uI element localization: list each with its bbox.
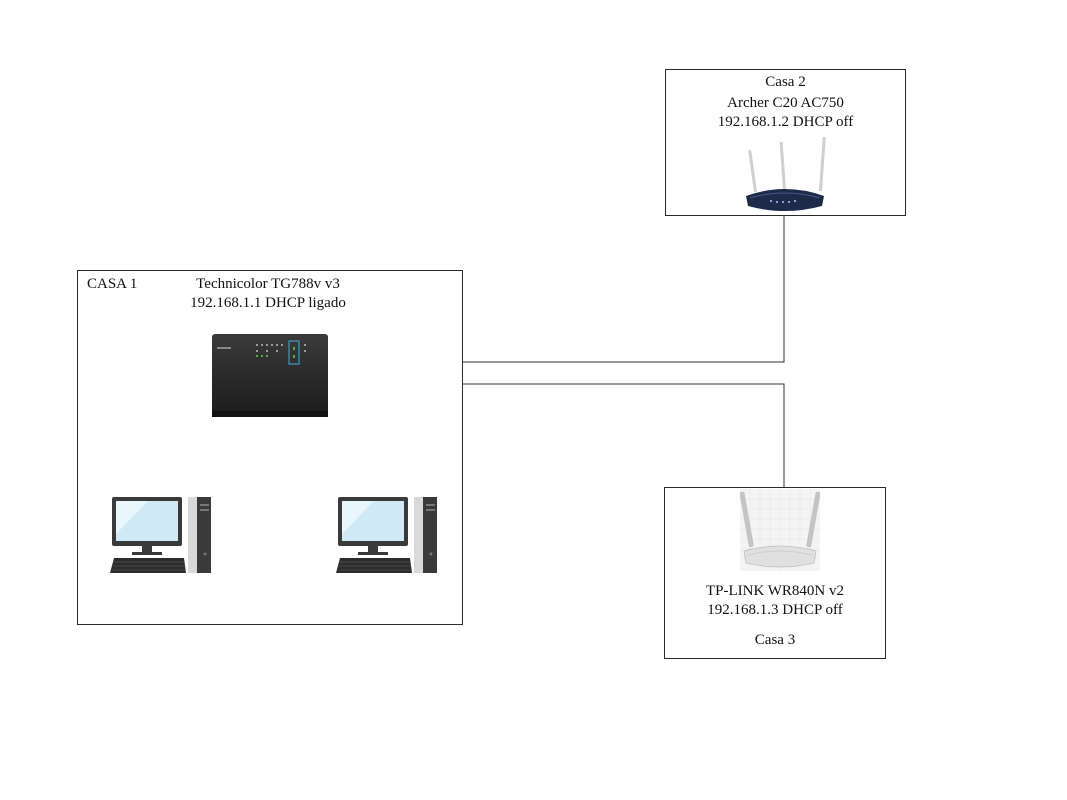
casa1-router-config: 192.168.1.1 DHCP ligado bbox=[190, 295, 346, 311]
link-casa1-casa2 bbox=[328, 216, 785, 363]
casa2-router-model: Archer C20 AC750 bbox=[727, 95, 844, 111]
link-casa1-casa3 bbox=[328, 383, 785, 488]
casa1-box: CASA 1 Technicolor TG788v v3 192.168.1.1… bbox=[77, 270, 463, 625]
casa2-router-config: 192.168.1.2 DHCP off bbox=[717, 114, 854, 130]
casa3-label: Casa 3 bbox=[754, 632, 796, 648]
casa3-router-model: TP-LINK WR840N v2 bbox=[705, 583, 845, 599]
technicolor-router-icon bbox=[212, 334, 328, 417]
casa3-router-config: 192.168.1.3 DHCP off bbox=[707, 602, 843, 618]
archer-router-icon bbox=[746, 137, 826, 211]
casa1-label: CASA 1 bbox=[87, 276, 138, 292]
casa1-router-model: Technicolor TG788v v3 bbox=[196, 276, 340, 292]
pc-left-icon bbox=[110, 497, 211, 573]
tplink-router-icon bbox=[740, 489, 820, 571]
pc-right-icon bbox=[336, 497, 437, 573]
casa2-label: Casa 2 bbox=[765, 74, 806, 90]
